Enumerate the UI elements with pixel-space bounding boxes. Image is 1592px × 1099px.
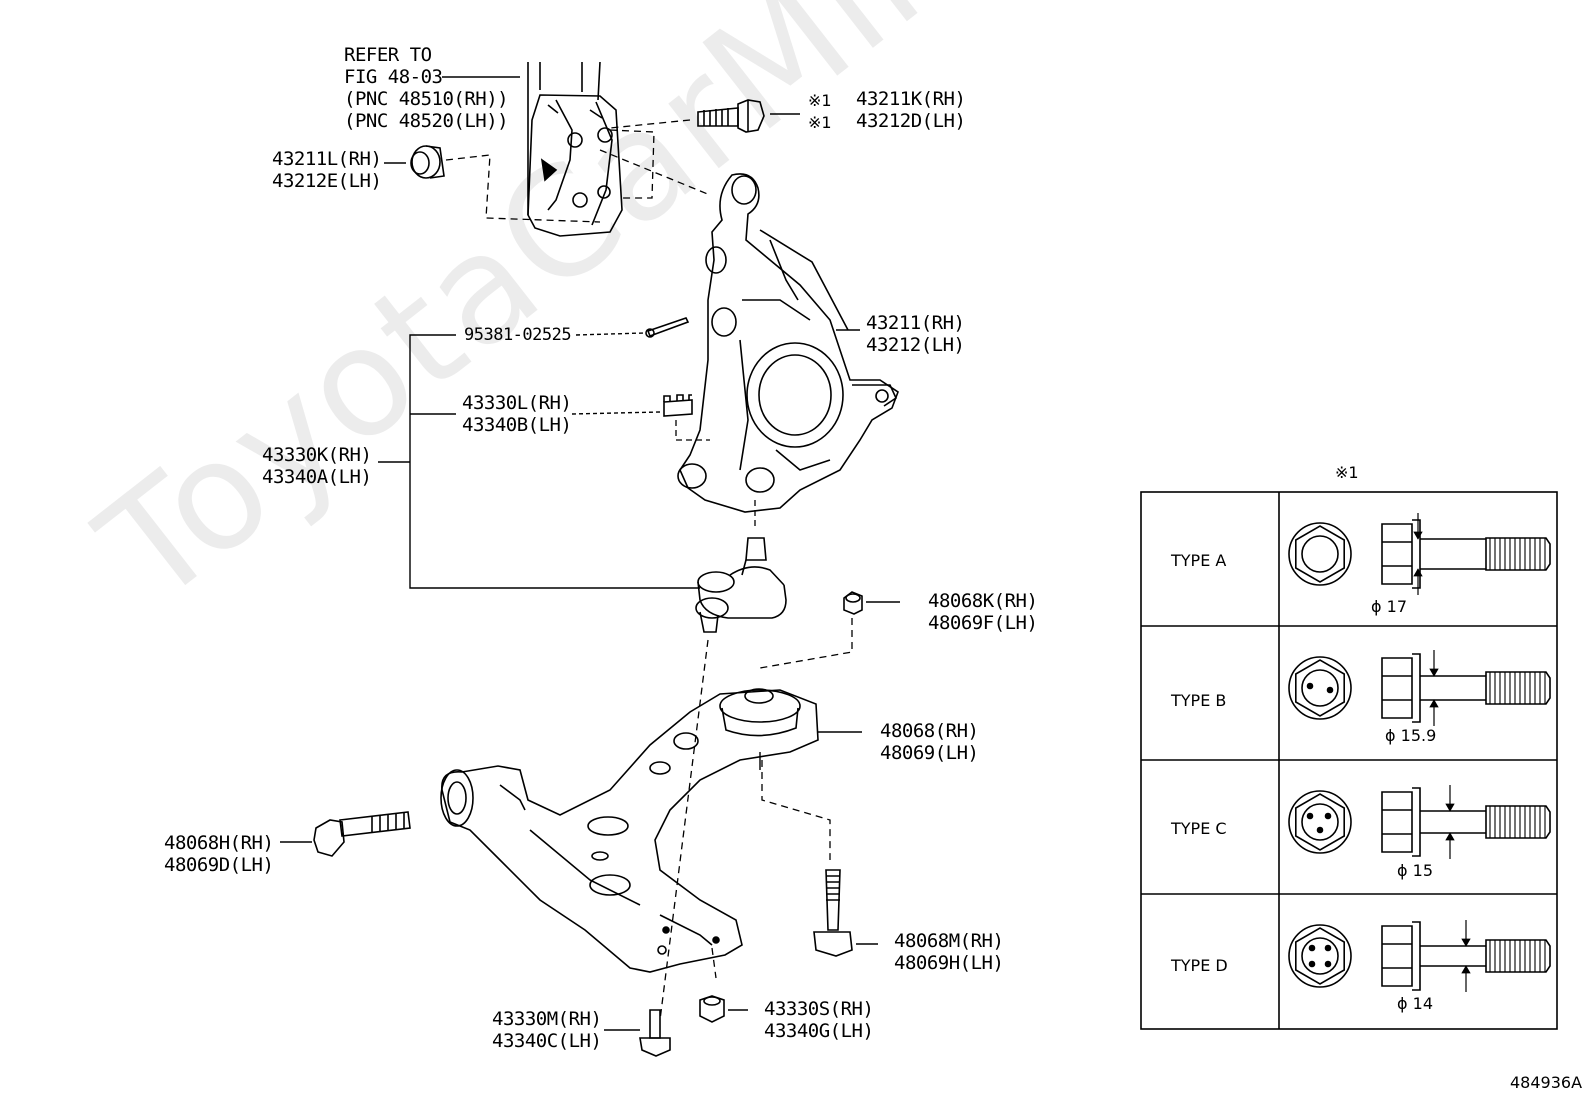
legend-diameter-d: ϕ 14 [1397,994,1433,1013]
legend-bolt-type-c [1288,785,1551,859]
nut-43330s-lh-label: 43340G(LH) [764,1020,874,1042]
bolt-48068m-lh-label: 48069H(LH) [894,952,1004,974]
bolt-43211k-drawing [697,99,765,133]
refer-note-line3: (PNC 48510(RH)) [344,88,509,110]
lower-arm-lh-label: 48069(LH) [880,742,979,764]
steering-knuckle-drawing [677,173,899,513]
nut-43330s-rh-label: 43330S(RH) [764,998,874,1020]
bolt-48068m-drawing [813,869,853,957]
castle-nut-rh-label: 43330L(RH) [462,392,572,414]
bolt-43330m-lh-label: 43340C(LH) [492,1030,602,1052]
assembly-bracket [378,329,860,589]
refer-note-line2: FIG 48-03 [344,66,443,88]
legend-bolt-type-b [1288,650,1551,726]
legend-type-d: TYPE D [1171,956,1228,975]
bolt-48068h-lh-label: 48069D(LH) [164,854,274,876]
castle-nut-lh-label: 43340B(LH) [462,414,572,436]
castle-nut-drawing [663,394,693,417]
bolt-43330m-rh-label: 43330M(RH) [492,1008,602,1030]
legend-type-a: TYPE A [1171,551,1227,570]
legend-diameter-b: ϕ 15.9 [1385,726,1437,745]
legend-mark: ※1 [1335,463,1359,482]
bolt-43211k-lh-label: 43212D(LH) [856,110,966,132]
lower-arm-rh-label: 48068(RH) [880,720,979,742]
figure-id: 484936A [1510,1073,1583,1092]
legend-diameter-a: ϕ 17 [1371,597,1407,616]
legend-diameter-c: ϕ 15 [1397,861,1433,880]
bolt-48068h-drawing [313,811,411,857]
bolt-type-table [1140,491,1558,1030]
ball-joint-assy-rh-label: 43330K(RH) [262,444,372,466]
nut-43211l-drawing [410,145,445,179]
bolt-43211k-mark-rh: ※1 [808,91,832,110]
cotter-pin-drawing [645,317,690,338]
bolt-43211k-rh-label: 43211K(RH) [856,88,966,110]
bolt-48068m-rh-label: 48068M(RH) [894,930,1004,952]
ball-joint-drawing [695,537,787,633]
nut-43211l-rh-label: 43211L(RH) [272,148,382,170]
legend-type-b: TYPE B [1171,691,1227,710]
nut-43330s-drawing [699,995,725,1023]
bolt-43211k-mark-lh: ※1 [808,113,832,132]
bolt-43330m-drawing [639,1009,671,1057]
knuckle-rh-label: 43211(RH) [866,312,965,334]
strut-bracket-drawing [527,61,623,237]
nut-43211l-lh-label: 43212E(LH) [272,170,382,192]
nut-48068k-drawing [843,591,863,615]
legend-bolt-drawings [1288,513,1551,992]
refer-note-line4: (PNC 48520(LH)) [344,110,509,132]
knuckle-lh-label: 43212(LH) [866,334,965,356]
nut-48068k-rh-label: 48068K(RH) [928,590,1038,612]
legend-type-c: TYPE C [1171,819,1227,838]
bolt-48068h-rh-label: 48068H(RH) [164,832,274,854]
nut-48068k-lh-label: 48069F(LH) [928,612,1038,634]
dashed-leaders-upper [445,119,711,223]
lower-arm-drawing [440,688,819,973]
refer-note-line1: REFER TO [344,44,432,66]
legend-bolt-type-d [1288,920,1551,992]
ball-joint-assy-lh-label: 43340A(LH) [262,466,372,488]
cotter-pin-label: 95381-02525 [464,325,572,345]
legend-bolt-type-a [1288,513,1551,595]
